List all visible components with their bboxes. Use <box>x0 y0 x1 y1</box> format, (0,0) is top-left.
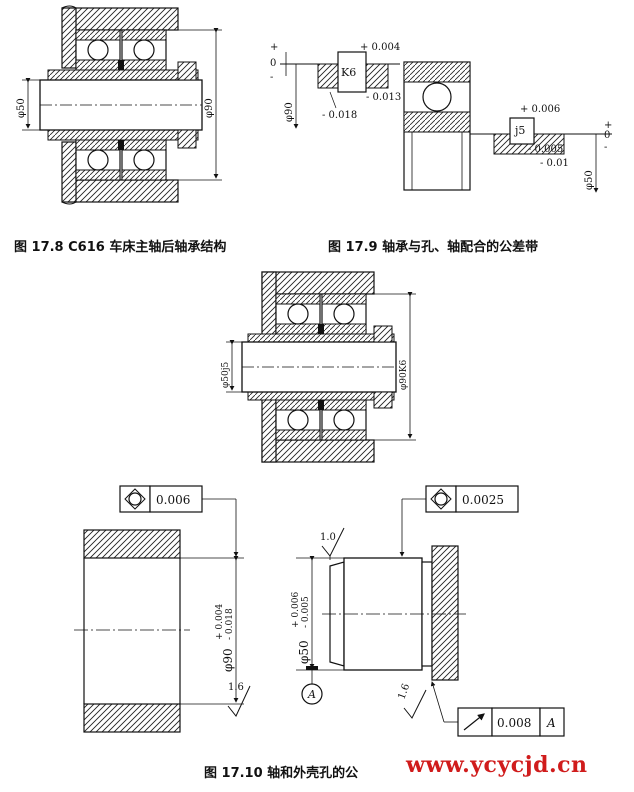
housing-dim-lower: - 0.018 <box>225 608 235 640</box>
fig17-9-j5-label: j5 <box>513 124 525 137</box>
fig17-9-minus-left: - <box>270 72 273 83</box>
housing-roughness: 1.6 <box>228 682 244 693</box>
fig17-9-hole-lower: - 0.013 <box>366 92 401 103</box>
shaft-dim-lower: - 0.005 <box>301 596 311 628</box>
fig-17-10-housing: 0.006 φ90 + 0.004 - 0.018 1.6 <box>74 485 251 733</box>
fig17-9-outer-lower: - 0.018 <box>322 110 357 121</box>
lower-bearings <box>75 139 167 181</box>
fig-17-10-assembly: φ50j5 φ90K6 <box>221 271 416 463</box>
caption-fig-17-8: 图 17.8 C616 车床主轴后轴承结构 <box>14 240 227 255</box>
fig17-9-shaft-lower: - 0.005 <box>528 144 563 155</box>
caption-fig-17-9: 图 17.9 轴承与孔、轴配合的公差带 <box>328 240 539 255</box>
watermark-url: www.ycycjd.cn <box>406 752 588 778</box>
fig-17-10-shaft: 0.0025 φ50 + 0.006 - 0.005 1.0 A 1.6 0.0… <box>291 485 565 737</box>
fig17-9-bearing <box>403 61 471 191</box>
datum-a-marker <box>301 683 323 705</box>
fig17-9-inner-lower: - 0.01 <box>540 158 569 169</box>
housing-dim-phi90: φ90 <box>221 648 235 672</box>
fig-17-9-tolerance-zones: + 0 - φ90 K6 + 0.004 - 0.013 - 0.018 + 0… <box>270 42 612 193</box>
shaft-roughness-bottom: 1.6 <box>396 682 412 701</box>
fig17-8-dim-phi90: φ90 <box>204 98 215 118</box>
shaft-runout-datum: A <box>546 716 556 730</box>
fig17-9-plus-left: + <box>270 42 278 53</box>
fig17-10-dim-phi50j5: φ50j5 <box>221 361 231 388</box>
shaft-roughness-top: 1.0 <box>320 532 336 543</box>
shaft-roundness-value: 0.0025 <box>462 493 504 507</box>
fig17-8-dim-phi50: φ50 <box>16 98 27 118</box>
fig17-9-hole-upper: + 0.004 <box>360 42 400 53</box>
housing-roundness-value: 0.006 <box>156 493 190 507</box>
upper-bearings <box>75 29 167 71</box>
fig17-9-zero-right: 0 <box>604 130 610 141</box>
fig17-9-shaft-upper: + 0.006 <box>520 104 560 115</box>
fig-17-8-bearing-structure: φ50 φ90 <box>16 5 222 205</box>
caption-fig-17-10: 图 17.10 轴和外壳孔的公 <box>204 766 359 781</box>
fig17-10-dim-phi90k6: φ90K6 <box>399 360 409 390</box>
fig17-9-hole-dia: φ90 <box>284 102 295 122</box>
shaft-dim-phi50: φ50 <box>297 640 311 664</box>
fig17-9-plus-right: + <box>604 120 612 131</box>
fig17-9-minus-right: - <box>604 142 607 153</box>
datum-a-label: A <box>307 688 316 701</box>
housing-dim-upper: + 0.004 <box>215 604 225 640</box>
shaft-runout-value: 0.008 <box>497 716 531 730</box>
runout-icon <box>463 713 485 731</box>
roundness-icon <box>434 492 448 506</box>
fig17-9-k6-label: K6 <box>341 66 356 79</box>
fig17-9-shaft-dia: φ50 <box>584 170 595 190</box>
fig17-9-zero-left: 0 <box>270 58 276 69</box>
shaft-dim-upper: + 0.006 <box>291 592 301 628</box>
roundness-icon <box>128 492 142 506</box>
